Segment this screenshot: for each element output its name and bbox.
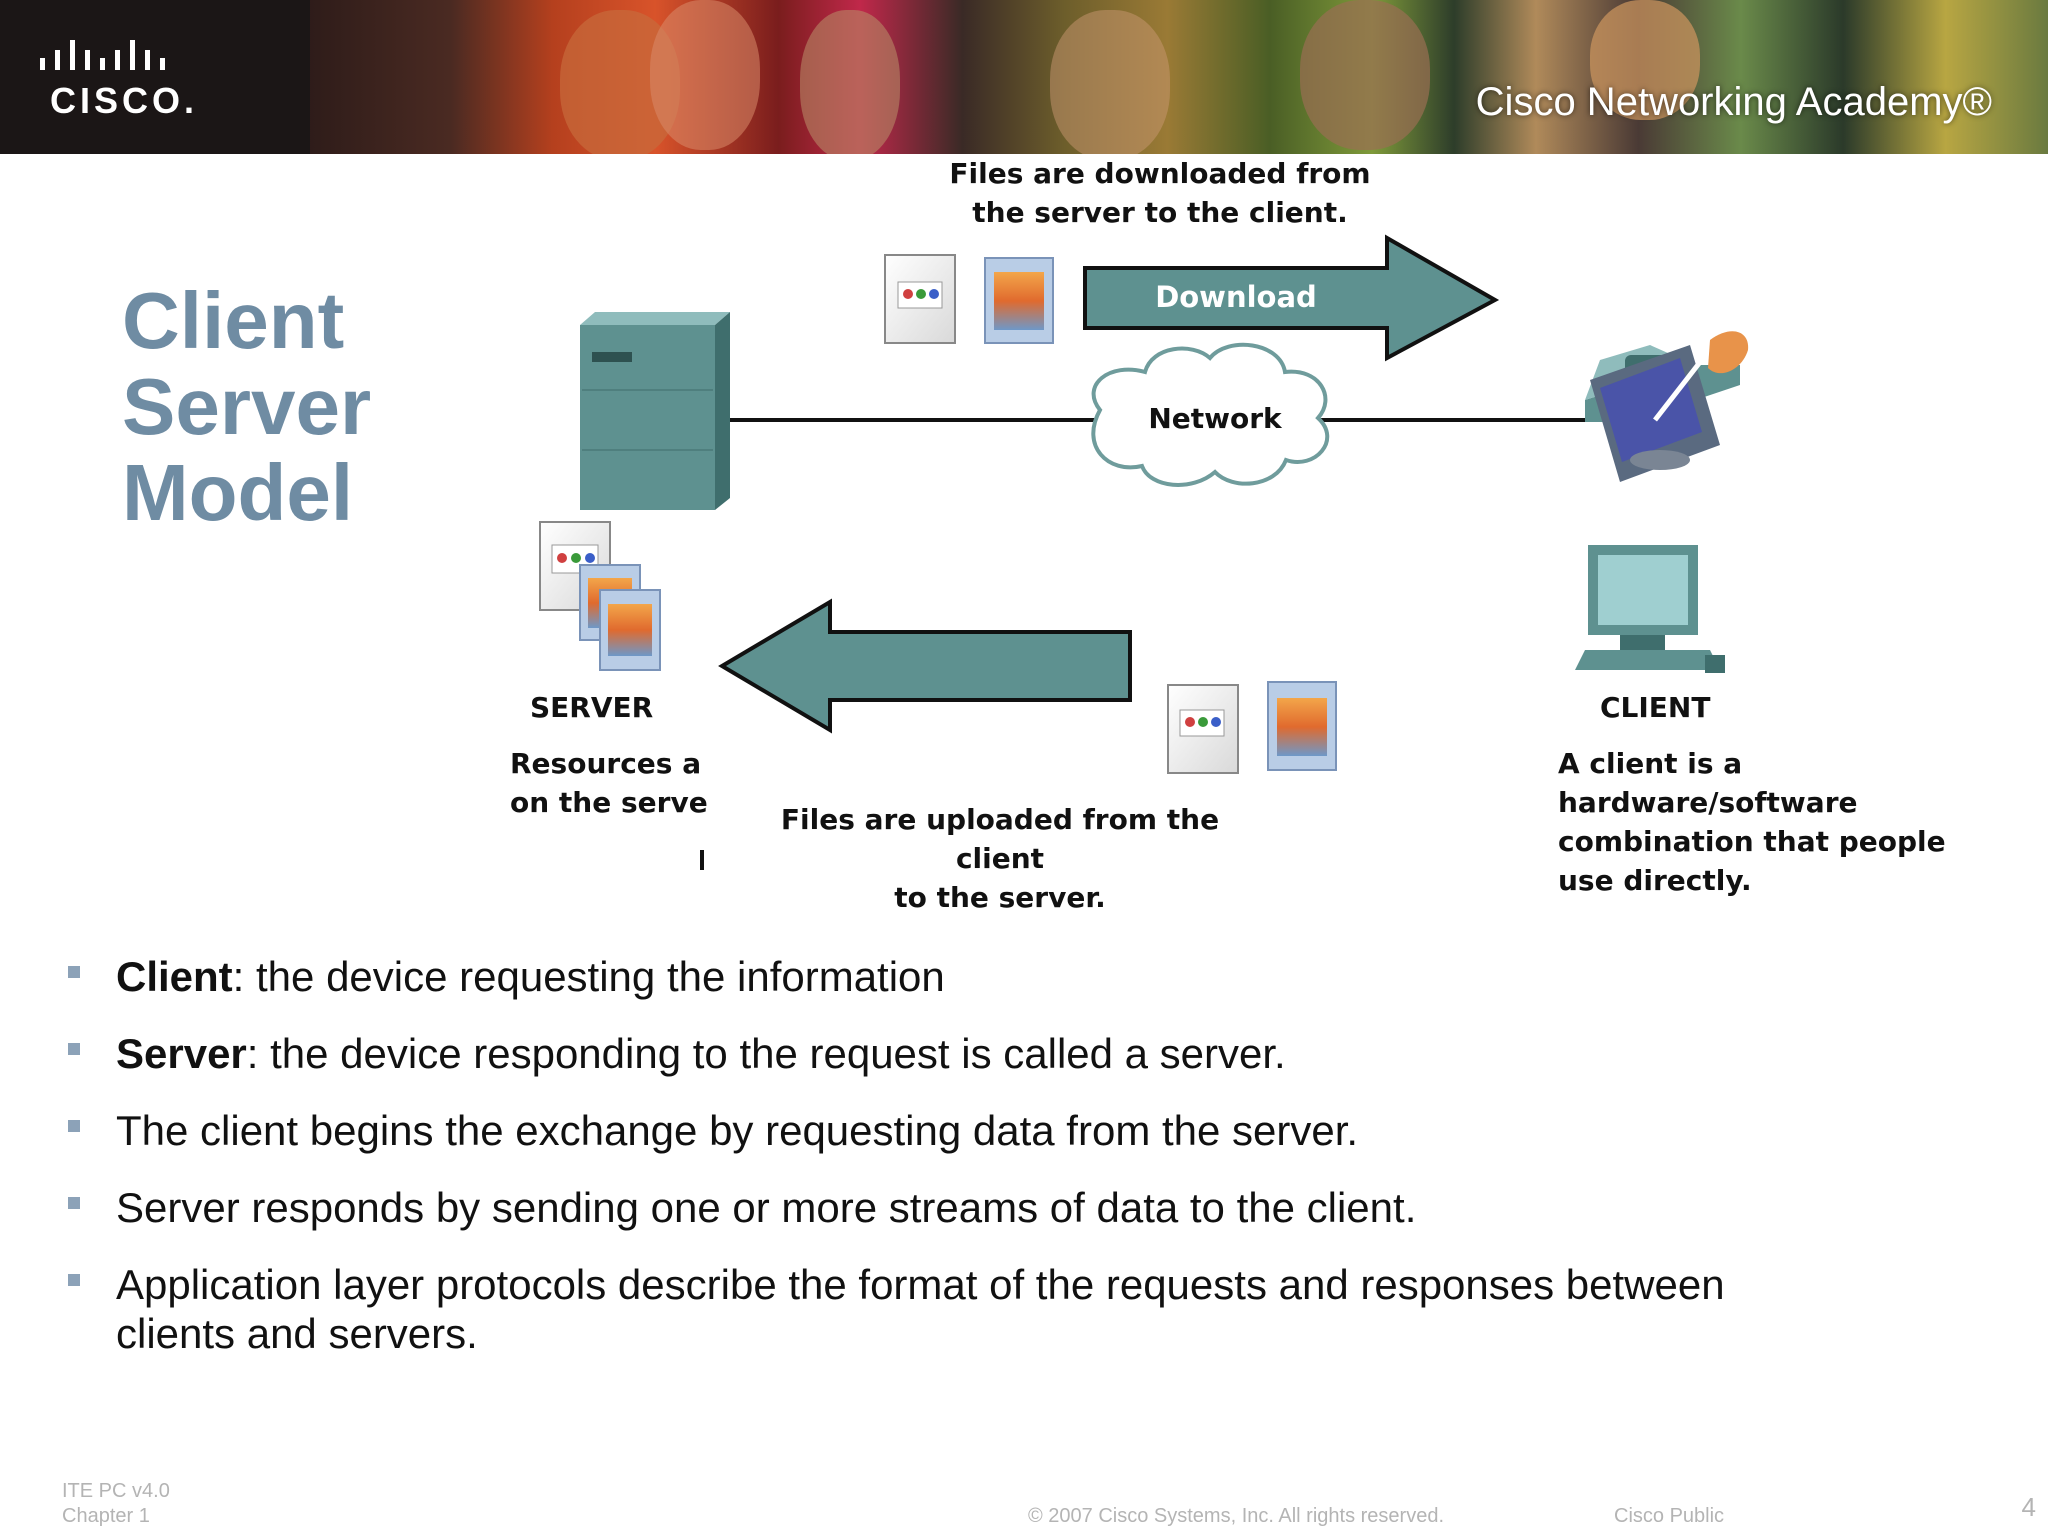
photo-face bbox=[650, 0, 760, 150]
cisco-logo: CISCO. bbox=[0, 0, 310, 154]
upload-files-icon bbox=[1167, 681, 1337, 774]
network-label: Network bbox=[1148, 402, 1282, 435]
server-label: SERVER bbox=[530, 691, 654, 724]
diagram-graphics bbox=[539, 234, 1749, 870]
title-line: Client bbox=[122, 276, 345, 365]
server-files-icon bbox=[539, 521, 661, 671]
upload-caption: Files are uploaded from the client to th… bbox=[780, 803, 1220, 914]
bullet-list: Client: the device requesting the inform… bbox=[62, 952, 1762, 1386]
academy-title: Cisco Networking Academy® bbox=[1475, 80, 1992, 124]
bullet-square-icon bbox=[68, 966, 80, 978]
server-tower-icon bbox=[580, 312, 730, 510]
cisco-bars-icon bbox=[40, 40, 165, 70]
title-line: Model bbox=[122, 448, 354, 537]
download-label: Download bbox=[1155, 280, 1317, 314]
bullet-square-icon bbox=[68, 1197, 80, 1209]
bullet-square-icon bbox=[68, 1274, 80, 1286]
photo-face bbox=[800, 10, 900, 154]
pda-icon bbox=[1590, 328, 1749, 482]
client-caption: A client is a hardware/software combinat… bbox=[1558, 747, 1946, 897]
caption-mark bbox=[700, 850, 704, 870]
download-files-icon bbox=[884, 254, 1054, 344]
upload-arrow-icon bbox=[718, 598, 1132, 734]
footer-chapter: Chapter 1 bbox=[62, 1505, 150, 1527]
photo-face bbox=[1050, 10, 1170, 154]
bullet-item: The client begins the exchange by reques… bbox=[62, 1106, 1762, 1155]
footer-classification: Cisco Public bbox=[1614, 1505, 1725, 1527]
footer-copyright: © 2007 Cisco Systems, Inc. All rights re… bbox=[1028, 1505, 1445, 1527]
photo-face bbox=[1590, 0, 1700, 120]
footer-course: ITE PC v4.0 bbox=[62, 1480, 170, 1502]
header-banner: CISCO. Cisco Networking Academy® bbox=[0, 0, 2048, 154]
bullet-item: Server responds by sending one or more s… bbox=[62, 1183, 1762, 1232]
bullet-square-icon bbox=[68, 1120, 80, 1132]
network-cloud-icon bbox=[1091, 342, 1330, 487]
page-number: 4 bbox=[2021, 1492, 2036, 1522]
download-arrow-icon bbox=[1083, 234, 1500, 362]
photo-face bbox=[1300, 0, 1430, 150]
client-label: CLIENT bbox=[1600, 691, 1711, 724]
title-line: Server bbox=[122, 362, 372, 451]
slide-title: Client Server Model bbox=[122, 278, 482, 536]
download-caption: Files are downloaded from the server to … bbox=[949, 157, 1371, 229]
client-server-diagram: Files are downloaded from the server to … bbox=[480, 150, 1980, 914]
bullet-item: Client: the device requesting the inform… bbox=[62, 952, 1762, 1001]
upload-label: Upload bbox=[922, 712, 1038, 746]
desktop-computer-icon bbox=[1575, 545, 1725, 673]
server-caption: Resources a on the serve bbox=[510, 747, 708, 819]
bullet-item: Application layer protocols describe the… bbox=[62, 1260, 1762, 1358]
bullet-item: Server: the device responding to the req… bbox=[62, 1029, 1762, 1078]
cisco-logo-text: CISCO. bbox=[50, 80, 199, 121]
bullet-square-icon bbox=[68, 1043, 80, 1055]
